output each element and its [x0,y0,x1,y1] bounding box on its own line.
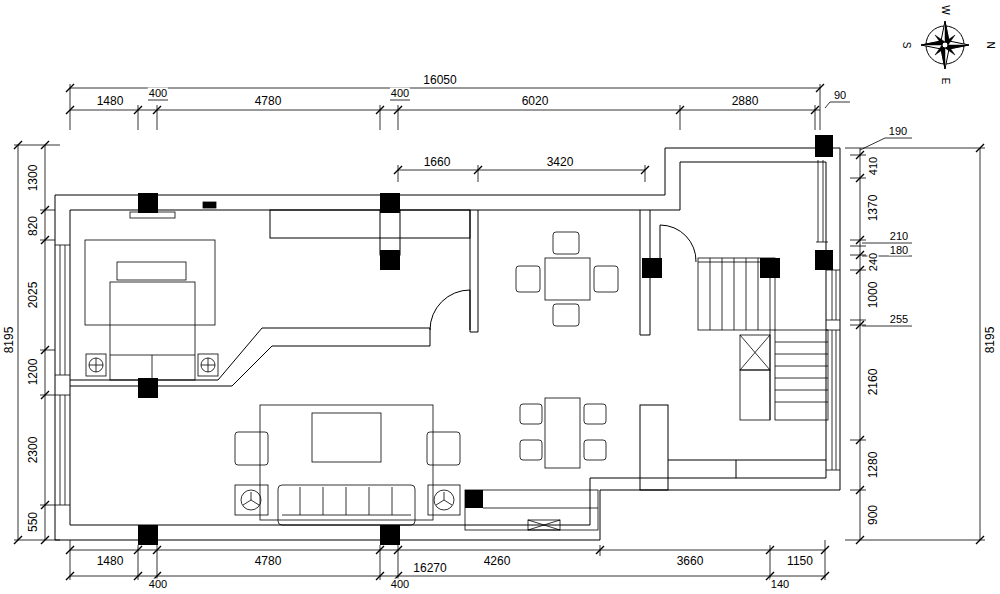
dimension-label: 210 [889,231,909,242]
dimension-label: 820 [27,215,39,237]
dimension-label: 400 [390,579,410,590]
dimension-label: 1280 [867,451,879,480]
dimension-lines [14,84,985,580]
dimension-label: 90 [833,90,847,101]
dimension-label: 1150 [786,555,814,567]
compass-letter: W [940,4,950,15]
dimension-label: 1000 [867,281,879,310]
dimension-label: 2160 [867,368,879,397]
dimension-label: 400 [390,88,410,99]
dimension-label: 4260 [483,555,512,567]
dimension-label: 255 [889,314,909,325]
compass-rose [921,21,969,69]
compass-letter: S [901,41,911,50]
dimension-label: 400 [148,579,168,590]
windows [55,160,840,505]
dimension-label: 4780 [254,95,283,107]
dimension-label: 140 [770,579,790,590]
dimension-label: 900 [867,504,879,526]
dimension-label: 1480 [96,95,125,107]
dimension-label: 1480 [96,555,125,567]
dimension-label: 240 [868,252,879,272]
dimension-label: 400 [148,88,168,99]
dimension-label: 6020 [521,95,550,107]
bedroom-furniture [85,202,218,380]
dimension-label: 3660 [676,555,705,567]
dimension-label: 410 [868,156,879,176]
pillars [138,135,833,545]
dimension-label: 2880 [731,95,760,107]
dimension-label: 1300 [27,164,39,193]
dimension-label: 1660 [423,156,452,168]
dining-furniture [465,232,618,530]
dimension-label: 16050 [422,74,457,86]
dimension-label: 1200 [27,358,39,387]
compass-letter: N [985,40,995,49]
dimension-label: 190 [888,126,908,137]
dimension-label: 180 [889,245,909,256]
living-furniture [235,405,460,525]
walls [55,148,840,540]
dimension-label: 550 [27,511,39,533]
compass-letter: E [940,77,950,86]
dimension-label: 16270 [412,562,447,574]
dimension-label: 2300 [27,436,39,465]
stairs [698,258,828,420]
dimension-label: 8195 [3,326,15,355]
dimension-label: 3420 [546,156,575,168]
interior-walls [70,210,826,490]
dimension-label: 8195 [984,326,996,355]
dimension-label: 4780 [254,555,283,567]
dimension-label: 2025 [27,281,39,310]
dimension-label: 1370 [867,194,879,223]
